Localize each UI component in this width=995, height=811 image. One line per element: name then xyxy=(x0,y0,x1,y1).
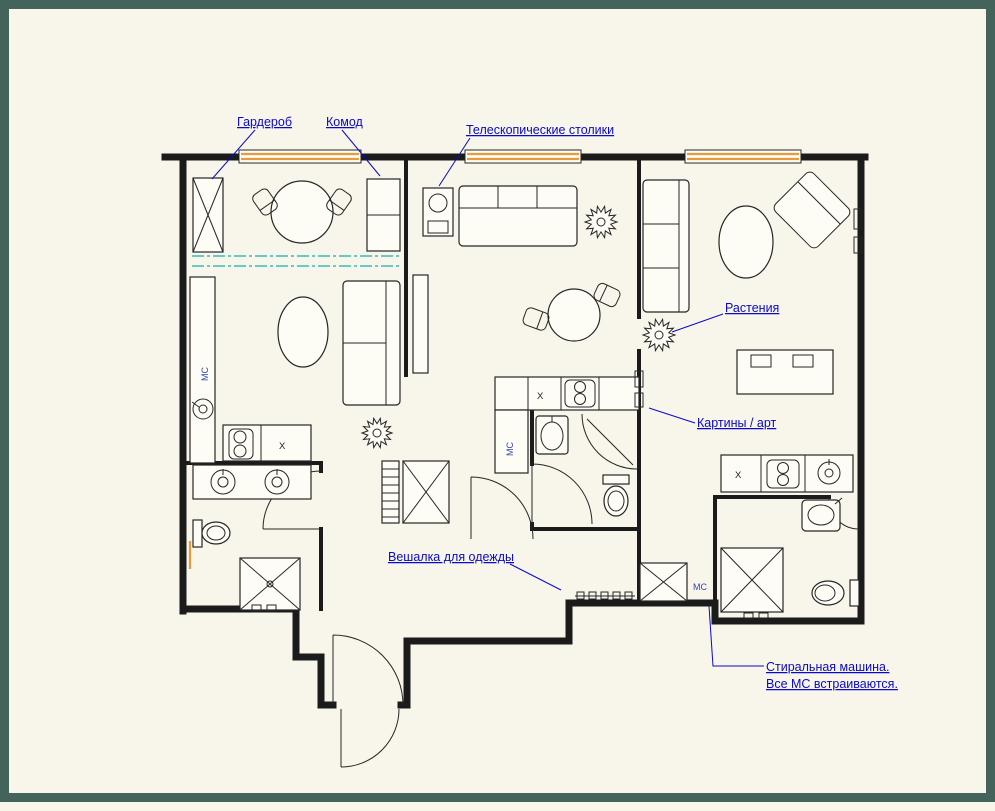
leader-wardrobe xyxy=(211,129,256,180)
sink-right-bathroom xyxy=(801,497,843,532)
label-clothes-rack: Вешалка для одежды xyxy=(388,550,514,564)
mc-left-label: МС xyxy=(200,367,210,381)
ottoman-right xyxy=(718,205,774,279)
tv-unit xyxy=(412,274,429,374)
window-left xyxy=(238,149,362,164)
plant-right xyxy=(641,317,677,353)
plant-right-center xyxy=(654,330,664,340)
floor-plan: МС X xyxy=(161,115,898,768)
wardrobe xyxy=(192,177,224,253)
shoe-shelf xyxy=(381,460,400,524)
sliding-partition xyxy=(192,255,400,267)
coat-rack xyxy=(575,591,635,600)
leader-coat-rack xyxy=(509,563,562,591)
leader-telescopic xyxy=(438,137,471,187)
toilet-left xyxy=(192,519,231,548)
plant-left xyxy=(360,416,394,450)
sofa-left xyxy=(342,280,401,406)
mc-center-label: МС xyxy=(505,442,515,456)
shower-center xyxy=(581,413,638,470)
hall-closet xyxy=(402,460,450,524)
door-arcs xyxy=(262,463,860,768)
label-wardrobe: Гардероб xyxy=(237,115,292,129)
kitchen-row-left: X xyxy=(222,424,312,462)
wall-art-right xyxy=(853,208,862,254)
label-telescopic-tables: Телескопические столики xyxy=(466,123,614,137)
toilet-right xyxy=(811,579,860,607)
kitchen-counter-left xyxy=(189,276,216,464)
label-washer-line1: Стиральная машина. xyxy=(766,660,889,674)
dresser xyxy=(366,178,401,252)
leader-plants xyxy=(671,313,724,333)
mc-washer-label: МС xyxy=(693,582,707,592)
dining-table-bedroom xyxy=(252,180,352,244)
shower-left xyxy=(239,557,301,612)
toilet-center xyxy=(602,474,630,517)
plant-center xyxy=(583,204,619,240)
plant-left-center xyxy=(372,428,382,438)
kitchen-counter-right: X xyxy=(720,454,854,493)
window-center xyxy=(464,149,582,164)
plant-center-center xyxy=(596,217,606,227)
telescopic-side-table xyxy=(422,187,454,237)
leader-art xyxy=(648,407,696,424)
oval-table-left xyxy=(277,296,329,368)
window-right xyxy=(684,149,802,164)
label-plants: Растения xyxy=(725,301,779,315)
leader-washer xyxy=(708,605,764,667)
shower-right xyxy=(720,547,784,620)
label-washer-line2: Все МС встраиваются. xyxy=(766,677,898,691)
sofa-center xyxy=(458,185,578,247)
vanity-left xyxy=(192,464,312,500)
sink-x-center: X xyxy=(537,391,544,402)
sofa-right xyxy=(642,179,690,313)
sink-center-bathroom xyxy=(535,415,569,455)
label-dresser: Комод xyxy=(326,115,364,129)
wall-art-center xyxy=(634,370,644,408)
desk-right xyxy=(736,349,834,395)
round-table-center xyxy=(522,282,621,342)
kitchen-counter-center: X xyxy=(494,376,640,474)
leader-dresser xyxy=(341,129,381,177)
label-art: Картины / арт xyxy=(697,416,777,430)
washing-machine xyxy=(639,562,688,602)
armchair-right xyxy=(773,171,851,249)
sink-x-left: X xyxy=(279,441,286,452)
sink-x-right: X xyxy=(735,470,742,481)
